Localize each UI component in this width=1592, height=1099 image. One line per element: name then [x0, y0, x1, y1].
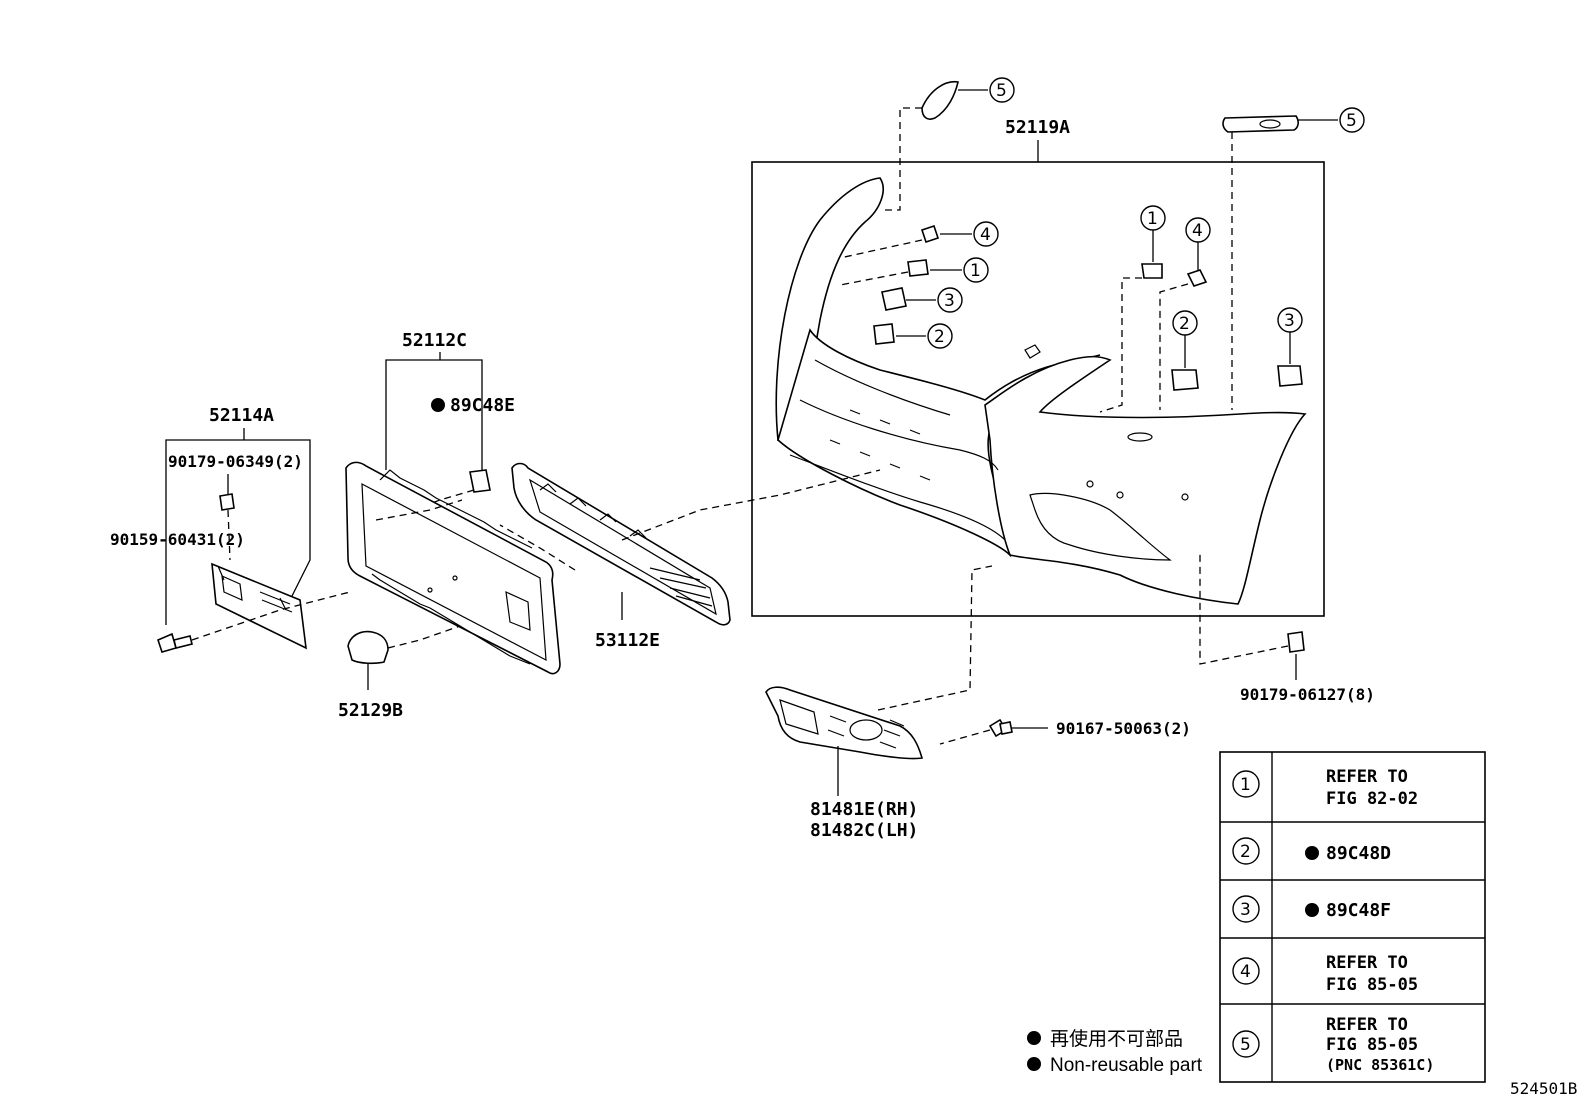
svg-text:REFER TO: REFER TO [1326, 953, 1408, 973]
callout-2a: 2 [934, 327, 945, 347]
bumper-cover-part[interactable] [775, 177, 1307, 605]
screw-90167-50063-part[interactable] [988, 718, 1013, 738]
callout-4a: 4 [980, 225, 991, 245]
svg-text:89C48F: 89C48F [1326, 900, 1391, 921]
svg-text:(PNC 85361C): (PNC 85361C) [1326, 1056, 1434, 1074]
table-row: 2 89C48D [1232, 837, 1391, 865]
legend: 再使用不可部品 Non-reusable part [1027, 1028, 1203, 1076]
cover-52129B-part[interactable] [347, 630, 389, 665]
label-89C48E[interactable]: 89C48E [450, 395, 515, 416]
table-row: 3 89C48F [1232, 895, 1391, 923]
svg-text:FIG 85-05: FIG 85-05 [1326, 1035, 1418, 1055]
svg-text:89C48D: 89C48D [1326, 843, 1391, 864]
callout-5b: 5 [1346, 111, 1357, 131]
license-bracket-part[interactable] [211, 562, 307, 650]
label-81481E[interactable]: 81481E(RH) [810, 799, 918, 820]
clip-4-left[interactable] [920, 224, 940, 244]
callout-1b: 1 [1147, 209, 1158, 229]
clip-3-right[interactable] [1277, 365, 1303, 387]
screw-90159-60431-part[interactable] [157, 632, 193, 653]
callout-4b: 4 [1192, 221, 1203, 241]
label-90167-50063[interactable]: 90167-50063(2) [1056, 719, 1191, 738]
clip-part-5-right[interactable] [1222, 115, 1299, 133]
clip-3-left[interactable] [881, 287, 907, 311]
clip-4-right[interactable] [1186, 269, 1208, 287]
svg-text:5: 5 [1240, 1035, 1251, 1055]
table-row: 5 REFER TO FIG 85-05 (PNC 85361C) [1232, 1015, 1434, 1074]
reference-table: 1 REFER TO FIG 82-02 2 89C48D 3 89C48F 4… [1219, 751, 1486, 1083]
label-53112E[interactable]: 53112E [595, 630, 660, 651]
grille-retainer-part[interactable] [469, 469, 491, 493]
clip-1-right[interactable] [1141, 263, 1163, 279]
clip-90179-06127-part[interactable] [1287, 631, 1305, 653]
label-52129B[interactable]: 52129B [338, 700, 403, 721]
svg-text:3: 3 [1240, 900, 1251, 920]
svg-text:FIG 85-05: FIG 85-05 [1326, 975, 1418, 995]
callout-5a: 5 [996, 81, 1007, 101]
callout-2b: 2 [1179, 314, 1190, 334]
callout-3b: 3 [1284, 311, 1295, 331]
label-81482C[interactable]: 81482C(LH) [810, 820, 918, 841]
nonreusable-dot-89C48E [431, 398, 445, 412]
svg-text:2: 2 [1240, 842, 1251, 862]
svg-text:1: 1 [1240, 775, 1251, 795]
label-90179-06127[interactable]: 90179-06127(8) [1240, 685, 1375, 704]
svg-text:FIG 82-02: FIG 82-02 [1326, 789, 1418, 809]
clip-part-5-left[interactable] [921, 81, 959, 120]
label-90179-06349[interactable]: 90179-06349(2) [168, 452, 303, 471]
legend-en: Non-reusable part [1050, 1055, 1203, 1076]
label-90159-60431[interactable]: 90159-60431(2) [110, 530, 245, 549]
lower-grille-part[interactable] [511, 462, 731, 626]
label-52114A[interactable]: 52114A [209, 405, 274, 426]
fog-cover-part[interactable] [765, 686, 924, 760]
table-row: 4 REFER TO FIG 85-05 [1232, 953, 1418, 995]
svg-text:4: 4 [1240, 962, 1251, 982]
label-52119A[interactable]: 52119A [1005, 117, 1070, 138]
clip-1-left[interactable] [907, 259, 929, 277]
callout-1a: 1 [970, 261, 981, 281]
svg-text:REFER TO: REFER TO [1326, 1015, 1408, 1035]
diagram-number: 524501B [1510, 1079, 1577, 1098]
callout-3a: 3 [944, 291, 955, 311]
grille-assy-part[interactable] [345, 461, 561, 675]
label-52112C[interactable]: 52112C [402, 330, 467, 351]
table-row: 1 REFER TO FIG 82-02 [1232, 767, 1418, 809]
clip-2-left[interactable] [873, 323, 895, 345]
legend-jp: 再使用不可部品 [1050, 1028, 1183, 1050]
svg-text:REFER TO: REFER TO [1326, 767, 1408, 787]
clip-2-right[interactable] [1171, 369, 1199, 391]
clip-90179-06349-part[interactable] [219, 493, 235, 511]
